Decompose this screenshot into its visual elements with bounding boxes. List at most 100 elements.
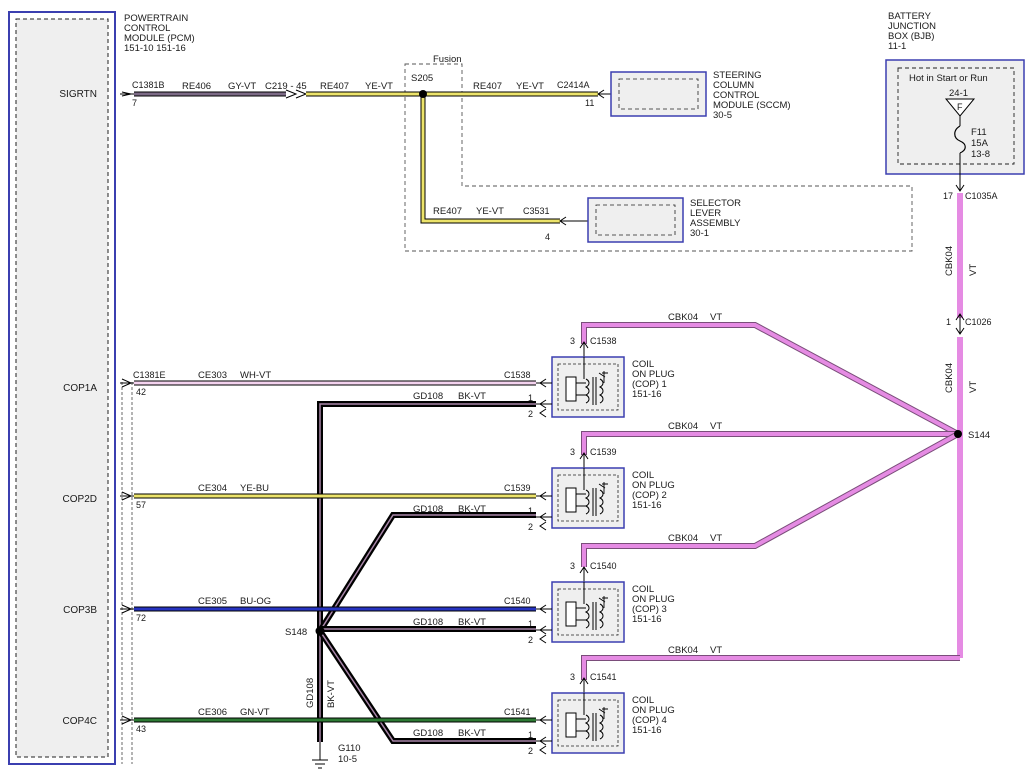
splice-s148 <box>315 626 325 636</box>
feed-color-label: WH-VT <box>240 370 271 381</box>
sla-line-3: ASSEMBLY <box>690 218 741 229</box>
coil-text-line-4: 151-16 <box>632 500 662 511</box>
gd108-color-label: BK-VT <box>458 504 486 515</box>
feed-circuit-label: CE306 <box>198 707 227 718</box>
coil-text-line-1: COIL <box>632 584 654 595</box>
wire-gd108-cop2 <box>317 512 536 633</box>
coil-pin1-label: 1 <box>528 506 533 516</box>
wire-cbk04-cop2 <box>581 431 958 455</box>
wire-gd108-cop4 <box>317 629 536 744</box>
coil-power-connector-label: C1540 <box>590 561 617 571</box>
feed-coil-connector-label: C1539 <box>504 483 531 493</box>
coil-text-line-4: 151-16 <box>632 389 662 400</box>
c1381e-connector-outline <box>121 382 133 764</box>
re406-label: RE406 <box>182 81 211 92</box>
cbk04-color-label: VT <box>710 312 722 323</box>
cbk04-circuit-label: CBK04 <box>668 533 698 544</box>
sigrtn-connector-label: C1381B <box>132 80 165 90</box>
coil-driver-icon <box>565 712 577 738</box>
coil-text-line-4: 151-16 <box>632 725 662 736</box>
pcm-title-line-1: POWERTRAIN <box>124 13 188 24</box>
bjb-title-line-1: BATTERY <box>888 11 932 22</box>
sla-inner <box>595 204 676 236</box>
sla-line-1: SELECTOR <box>690 198 741 209</box>
g110-ref-label: 10-5 <box>338 754 357 765</box>
gd108-color-label: BK-VT <box>458 391 486 402</box>
coil-text-line-1: COIL <box>632 470 654 481</box>
coil-pin2-label: 2 <box>528 409 533 419</box>
feed-coil-connector-label: C1541 <box>504 707 531 717</box>
cbk04-vert-1-circuit: CBK04 <box>944 246 955 276</box>
feed-pcm-pin-label: 43 <box>136 724 146 734</box>
coil-power-pin-label: 3 <box>570 561 575 571</box>
fusion-label: Fusion <box>433 54 462 65</box>
coil-text-line-2: ON PLUG <box>632 705 675 716</box>
pcm-module: POWERTRAIN CONTROL MODULE (PCM) 151-10 1… <box>8 11 195 765</box>
sccm-line-5: 30-5 <box>713 110 732 121</box>
spark-plug-icon <box>598 482 608 494</box>
pcm-pin-cop4c: COP4C <box>63 716 97 727</box>
gd108-color-label: BK-VT <box>458 617 486 628</box>
coil-winding-icon <box>584 378 590 404</box>
coil-winding-icon <box>584 603 590 629</box>
cbk04-vert-2-circuit: CBK04 <box>944 363 955 393</box>
gd108-circuit-label: GD108 <box>413 617 443 628</box>
re407-b-label: RE407 <box>473 81 502 92</box>
coil-pin2-label: 2 <box>528 522 533 532</box>
sla-line-4: 30-1 <box>690 228 709 239</box>
bjb-title-line-2: JUNCTION <box>888 21 936 32</box>
re407-b-color-label: YE-VT <box>516 81 544 92</box>
coil-text-line-3: (COP) 1 <box>632 379 667 390</box>
pcm-pin-sigrtn: SIGRTN <box>59 89 97 100</box>
s148-label: S148 <box>285 627 307 638</box>
gd108-vert-circuit: GD108 <box>305 678 316 708</box>
spark-plug-icon <box>598 707 608 719</box>
coil-text-line-1: COIL <box>632 695 654 706</box>
cbk04-circuit-label: CBK04 <box>668 421 698 432</box>
wire-gd108-cop1 <box>317 401 536 742</box>
coil-pin1-label: 1 <box>528 619 533 629</box>
ground-symbol-icon <box>312 759 328 769</box>
re407-c-label: RE407 <box>433 206 462 217</box>
coil-power-connector-label: C1541 <box>590 672 617 682</box>
sigrtn-pin-label: 7 <box>132 98 137 108</box>
sla-module: SELECTOR LEVER ASSEMBLY 30-1 <box>587 197 741 243</box>
pcm-title-line-3: MODULE (PCM) <box>124 33 195 44</box>
c1026-pin-label: 1 <box>946 317 951 327</box>
c3531-pin-label: 4 <box>545 232 550 242</box>
feed-coil-connector-label: C1538 <box>504 370 531 380</box>
pcm-title-line-2: CONTROL <box>124 23 170 34</box>
ground-circuit: S148 GD108 BK-VT G110 10-5 <box>285 401 536 769</box>
coil-driver-icon <box>565 601 577 627</box>
c3531-label: C3531 <box>523 206 550 216</box>
sla-line-2: LEVER <box>690 208 721 219</box>
re407-a-color-label: YE-VT <box>365 81 393 92</box>
coil-winding-icon <box>584 489 590 515</box>
sccm-line-4: MODULE (SCCM) <box>713 100 791 111</box>
coil-box <box>551 467 625 529</box>
spark-plug-icon <box>598 371 608 383</box>
feed-color-label: GN-VT <box>240 707 270 718</box>
coil-power-pin-label: 3 <box>570 336 575 346</box>
feed-pcm-pin-label: 57 <box>136 500 146 510</box>
pcm-pin-cop2d: COP2D <box>63 494 97 505</box>
feed-circuit-label: CE304 <box>198 483 227 494</box>
coil-pin2-label: 2 <box>528 635 533 645</box>
fuse-symbol <box>954 125 966 154</box>
coil-text-line-2: ON PLUG <box>632 480 675 491</box>
gd108-vert-color: BK-VT <box>326 680 337 708</box>
pcm-pin-cop1a: COP1A <box>63 383 97 394</box>
bjb-ref-label: 24-1 <box>949 88 968 99</box>
c1026-label: C1026 <box>965 317 992 327</box>
g110-label: G110 <box>338 743 361 754</box>
fuse-line-3: 13-8 <box>971 149 990 160</box>
coil-text-line-3: (COP) 2 <box>632 490 667 501</box>
splice-s205 <box>419 90 427 98</box>
coil-power-connector-label: C1538 <box>590 336 617 346</box>
sccm-module: STEERING COLUMN CONTROL MODULE (SCCM) 30… <box>610 70 791 121</box>
bus-triangle <box>944 98 976 117</box>
feed-circuit-label: CE303 <box>198 370 227 381</box>
coil-text-line-1: COIL <box>632 359 654 370</box>
